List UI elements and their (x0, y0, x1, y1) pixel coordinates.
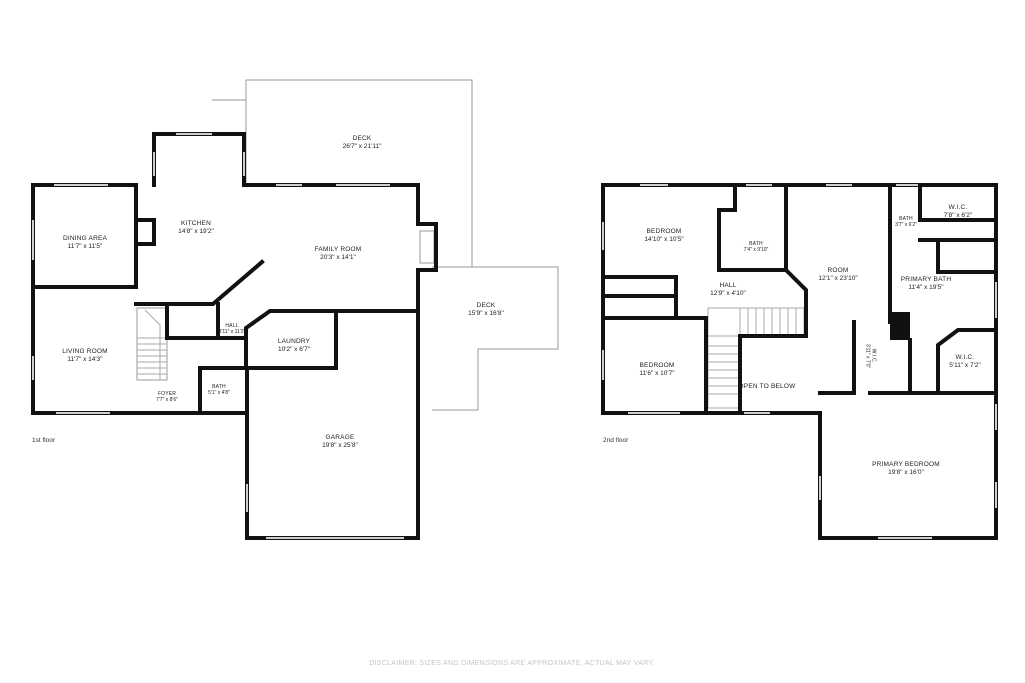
room-dimensions: 14'8" x 19'2" (178, 228, 214, 235)
room-name: FAMILY ROOM (314, 245, 362, 253)
room-name: DECK (476, 301, 496, 309)
room-bath-first: BATH 5'1" x 4'8" (208, 384, 230, 397)
room-name: W.I.C. (955, 353, 975, 361)
room-garage: GARAGE 19'8" x 25'8" (322, 434, 358, 450)
room-dining-area: DINING AREA 11'7" x 11'5" (63, 235, 107, 251)
room-name: W.I.C. (870, 348, 877, 364)
room-wic-vertical: W.I.C. 3'11" x 7'0" (864, 343, 877, 369)
room-name: BATH (749, 240, 763, 247)
room-dimensions: 15'9" x 16'8" (468, 310, 504, 317)
room-name: GARAGE (325, 433, 355, 441)
room-dimensions: 3'11" x 7'0" (864, 343, 870, 369)
room-name: KITCHEN (181, 219, 211, 227)
room-deck-side: DECK 15'9" x 16'8" (468, 302, 504, 318)
room-primary-bath: PRIMARY BATH 11'4" x 19'5" (901, 276, 951, 292)
disclaimer: DISCLAIMER: SIZES AND DIMENSIONS ARE APP… (369, 660, 655, 667)
room-dimensions: 3'7" x 6'2" (895, 222, 917, 228)
room-name: LIVING ROOM (62, 347, 108, 355)
room-name: BATH (899, 215, 913, 222)
room-hall-second: HALL 12'9" x 4'10" (710, 282, 746, 298)
room-room: ROOM 12'1" x 23'10" (818, 267, 857, 283)
room-open-to-below: OPEN TO BELOW (739, 383, 796, 391)
room-dimensions: 14'10" x 10'5" (644, 236, 684, 243)
room-dimensions: 11'6" x 10'7" (639, 370, 675, 377)
chimney-block (890, 312, 910, 340)
room-dimensions: 11'4" x 19'5" (908, 284, 944, 291)
room-dimensions: 5'1" x 4'8" (208, 390, 230, 396)
room-bedroom-upper: BEDROOM 14'10" x 10'5" (644, 228, 683, 244)
room-dimensions: 7'7" x 8'6" (156, 397, 178, 403)
room-primary-bedroom: PRIMARY BEDROOM 19'8" x 16'0" (872, 461, 940, 477)
floor-label-second: 2nd floor (603, 437, 629, 444)
room-name: BEDROOM (639, 361, 675, 369)
room-dimensions: 5'11" x 7'2" (949, 362, 981, 369)
room-hall-first: HALL 3'11" x 11'2" (219, 323, 246, 336)
room-dimensions: 20'3" x 14'1" (320, 254, 356, 261)
room-name: BEDROOM (646, 227, 682, 235)
room-name: BATH (212, 383, 226, 390)
room-living-room: LIVING ROOM 11'7" x 14'3" (62, 348, 108, 364)
room-name: OPEN TO BELOW (738, 382, 796, 390)
room-foyer: FOYER 7'7" x 8'6" (156, 391, 178, 404)
room-dimensions: 11'7" x 14'3" (67, 356, 103, 363)
thin-outlines (136, 79, 805, 411)
room-kitchen: KITCHEN 14'8" x 19'2" (178, 220, 214, 236)
room-bath-second: BATH 7'4" x 9'10" (744, 241, 769, 254)
room-name: HALL (225, 322, 239, 329)
room-name: HALL (719, 281, 737, 289)
room-name: PRIMARY BATH (900, 275, 952, 283)
room-dimensions: 12'9" x 4'10" (710, 290, 746, 297)
room-dimensions: 19'8" x 16'0" (888, 469, 924, 476)
room-dimensions: 11'7" x 11'5" (67, 243, 103, 250)
room-name: ROOM (827, 266, 849, 274)
room-dimensions: 7'4" x 9'10" (743, 247, 769, 253)
room-wic-upper: W.I.C. 7'8" x 6'2" (944, 204, 972, 220)
room-deck-top: DECK 26'7" x 21'11" (343, 135, 382, 151)
room-bedroom-lower: BEDROOM 11'6" x 10'7" (639, 362, 674, 378)
room-laundry: LAUNDRY 10'2" x 6'7" (278, 338, 310, 354)
room-wic-lower: W.I.C. 5'11" x 7'2" (949, 354, 981, 370)
room-name: FOYER (157, 390, 177, 397)
room-name: W.I.C. (948, 203, 968, 211)
room-dimensions: 19'8" x 25'8" (322, 442, 358, 449)
windows (32, 133, 997, 539)
room-dimensions: 3'11" x 11'2" (218, 329, 246, 335)
walls (31, 132, 998, 540)
room-family-room: FAMILY ROOM 20'3" x 14'1" (315, 246, 362, 262)
room-dimensions: 7'8" x 6'2" (943, 212, 973, 219)
floor-label-first: 1st floor (32, 437, 56, 444)
room-name: LAUNDRY (277, 337, 311, 345)
room-dimensions: 10'2" x 6'7" (277, 346, 311, 353)
room-dimensions: 26'7" x 21'11" (342, 143, 382, 150)
room-bath-small: BATH 3'7" x 6'2" (895, 216, 917, 229)
room-dimensions: 12'1" x 23'10" (818, 275, 858, 282)
room-name: PRIMARY BEDROOM (872, 460, 940, 468)
room-name: DINING AREA (62, 234, 108, 242)
room-name: DECK (352, 134, 372, 142)
